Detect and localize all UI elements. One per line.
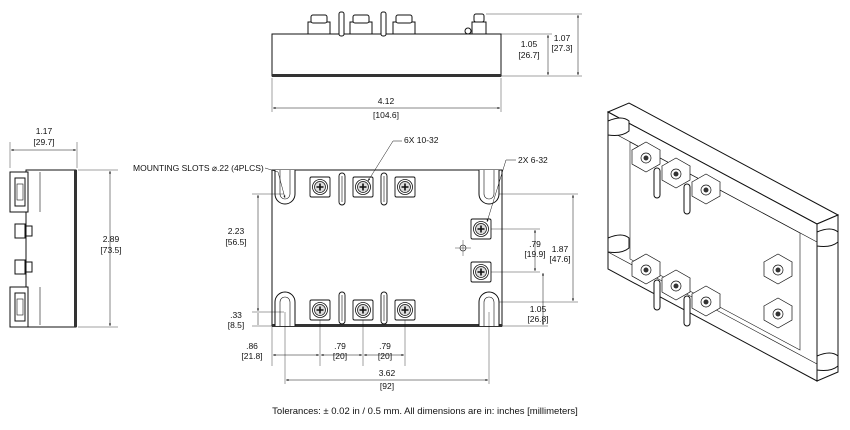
control-offset-in: 1.05	[530, 304, 547, 314]
main-screws-label: 6X 10-32	[404, 135, 439, 145]
side-depth-mm: [29.7]	[33, 137, 54, 147]
pitch1-in: .79	[334, 341, 346, 351]
left-offset-mm: [21.8]	[241, 351, 262, 361]
side-view: 1.17 [29.7] 2.89 [73.5]	[9, 126, 122, 328]
top-height-in: 1.05	[521, 39, 538, 49]
top-width-mm: [104.6]	[373, 110, 399, 120]
slot-pitch-in: 3.62	[379, 368, 396, 378]
slot-offset-in: .33	[230, 310, 242, 320]
top-view: 4.12 [104.6] 1.05 [26.7] 1.07 [27.3]	[271, 11, 582, 120]
left-offset-in: .86	[246, 341, 258, 351]
side-depth-in: 1.17	[36, 126, 53, 136]
screw-bottom-3	[394, 299, 416, 321]
control-pitch-in: .79	[529, 239, 541, 249]
slot-offset-mm: [8.5]	[228, 320, 245, 330]
top-width-in: 4.12	[378, 96, 395, 106]
side-length-mm: [73.5]	[100, 245, 121, 255]
screw-top-1	[309, 176, 331, 198]
slot-bar-top-2	[380, 172, 388, 206]
pitch1-mm: [20]	[333, 351, 347, 361]
slot-pitch-mm: [92]	[380, 381, 394, 391]
top-height-mm: [26.7]	[518, 50, 539, 60]
pitch2-in: .79	[379, 341, 391, 351]
control-screw-2	[470, 261, 492, 283]
top-view-body	[271, 33, 502, 77]
right-height-mm: [47.6]	[549, 254, 570, 264]
slot-span-mm: [56.5]	[225, 237, 246, 247]
side-length-in: 2.89	[103, 234, 120, 244]
control-screws-label: 2X 6-32	[518, 155, 548, 165]
top-total-height-mm: [27.3]	[551, 43, 572, 53]
screw-bottom-2	[352, 299, 374, 321]
slot-bar-bottom-2	[380, 291, 388, 325]
pitch2-mm: [20]	[378, 351, 392, 361]
top-terminals	[307, 11, 487, 37]
slot-span-in: 2.23	[228, 226, 245, 236]
tolerances-note: Tolerances: ± 0.02 in / 0.5 mm. All dime…	[272, 406, 578, 417]
iso-side-face	[816, 214, 839, 382]
screw-top-2	[352, 176, 374, 198]
front-view: MOUNTING SLOTS ⌀.22 (4PLCS) 6X 10-32 2X …	[133, 135, 578, 391]
control-pitch-mm: [19.9]	[524, 249, 545, 259]
top-total-height-in: 1.07	[554, 33, 571, 43]
slot-bar-top-1	[338, 172, 346, 206]
screw-bottom-1	[309, 299, 331, 321]
right-height-in: 1.87	[552, 244, 569, 254]
slot-bar-bottom-1	[338, 291, 346, 325]
screw-top-3	[394, 176, 416, 198]
control-screw-1	[470, 218, 492, 240]
isometric-view	[606, 102, 840, 382]
control-offset-mm: [26.8]	[527, 314, 548, 324]
mounting-slots-label: MOUNTING SLOTS ⌀.22 (4PLCS)	[133, 163, 264, 173]
side-view-body	[25, 169, 77, 328]
